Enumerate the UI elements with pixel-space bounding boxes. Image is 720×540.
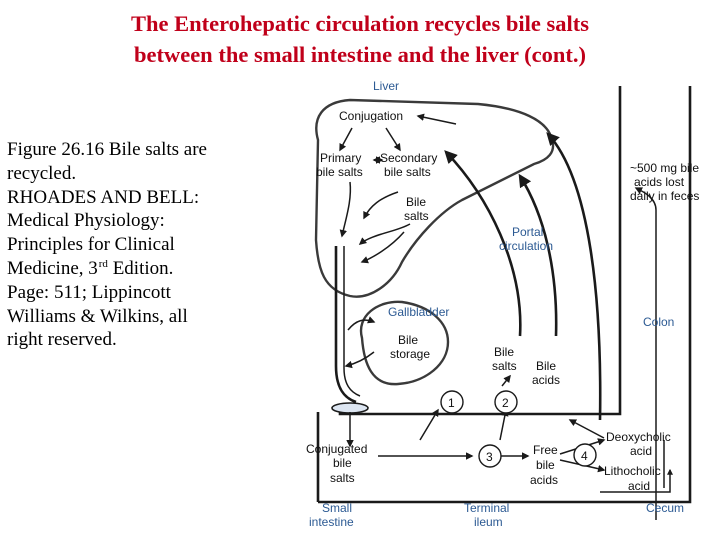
liver-bile-salts-label: Bile [406, 195, 426, 209]
caption-line-edition: Medicine, 3rd Edition. [7, 257, 297, 281]
step2-arrow [499, 408, 509, 441]
small-intestine-wall-upper [338, 86, 622, 416]
cecum-arrow [600, 468, 673, 493]
primary-bile-salts-label: bile salts [316, 165, 363, 179]
figure-caption: Figure 26.16 Bile salts are recycled. RH… [7, 138, 297, 352]
step-2-circle [494, 390, 518, 414]
small-intestine-wall-lower [318, 86, 692, 504]
portal-arrow-bile-salts [444, 150, 522, 337]
small-intestine-label: Small [322, 501, 352, 515]
bile-salts-out-1 [358, 223, 411, 245]
step-1-label: 1 [448, 396, 455, 410]
secondary-bile-salts-label: bile salts [384, 165, 431, 179]
cecum-label: Cecum [646, 501, 684, 515]
step-4-label: 4 [581, 449, 588, 463]
step-2-label: 2 [502, 396, 509, 410]
conjugated-bile-salts-label: Conjugated [306, 442, 367, 456]
gallbladder-in-arrow [347, 316, 376, 331]
deoxycholic-acid-label: Deoxycholic [606, 430, 671, 444]
caption-line: right reserved. [7, 329, 117, 351]
free-bile-acids-label: bile [536, 458, 555, 472]
conjugated-bile-salts-label: bile [333, 456, 352, 470]
ileum-bile-salts-label: salts [492, 359, 517, 373]
terminal-ileum-label: ileum [474, 515, 503, 529]
conjugation-label: Conjugation [339, 109, 403, 123]
gallbladder-out-arrow [344, 351, 375, 369]
gallbladder-outline [359, 300, 450, 386]
lithocholic-acid-label: acid [628, 479, 650, 493]
step-4-circle [573, 443, 597, 467]
bile-salts-out-3 [363, 191, 399, 220]
feces-loss-label: daily in feces [630, 189, 699, 203]
terminal-ileum-label: Terminal [464, 501, 509, 515]
bile-storage-label: storage [390, 347, 430, 361]
sphincter [331, 402, 369, 414]
gallbladder-label: Gallbladder [388, 305, 449, 319]
portal-arrow-outer [546, 132, 602, 421]
step1-arrow [419, 408, 439, 441]
ileum-bile-salts-label: Bile [494, 345, 514, 359]
small-intestine-label: intestine [309, 515, 354, 529]
bile-duct-inner [343, 246, 361, 397]
portal-arrow-bile-acids [518, 173, 558, 337]
feces-arrow [634, 187, 657, 520]
feces-loss-label: ~500 mg bile [630, 161, 699, 175]
deoxy-back-arrow [568, 419, 605, 439]
conjugation-arrow [416, 113, 457, 125]
edition-superscript: rd [98, 257, 108, 270]
step-3-circle [478, 444, 502, 468]
primary-bile-salts-label: Primary [320, 151, 361, 165]
lithocholic-acid-label: Lithocholic [604, 464, 661, 478]
portal-circulation-label: circulation [499, 239, 553, 253]
conjugated-bile-salts-label: salts [330, 471, 355, 485]
caption-line: Williams & Wilkins, all [7, 305, 188, 327]
step-1-circle [440, 390, 464, 414]
caption-line: Page: 511; Lippincott [7, 281, 171, 303]
secondary-bile-salts-label: Secondary [380, 151, 437, 165]
liver-outline [314, 98, 555, 298]
conj-to-primary [339, 127, 353, 152]
ileum-bile-acids-label: acids [532, 373, 560, 387]
conj-to-secondary [385, 127, 401, 152]
ileum-up-arrow [501, 374, 511, 387]
deoxycholic-acid-label: acid [630, 444, 652, 458]
feces-loss-label: acids lost [634, 175, 685, 189]
portal-circulation-label: Portal [512, 225, 543, 239]
bile-duct [334, 246, 357, 404]
caption-line: Principles for Clinical [7, 234, 175, 256]
edition-text: Medicine, 3 [7, 257, 98, 279]
colon-label: Colon [643, 315, 674, 329]
free-bile-acids-label: Free [533, 443, 558, 457]
liver-label: Liver [373, 79, 399, 93]
bile-storage-label: Bile [398, 333, 418, 347]
bile-salts-out-2 [360, 231, 405, 264]
title-line-2: between the small intestine and the live… [133, 42, 587, 67]
free-bile-acids-label: acids [530, 473, 558, 487]
edition-suffix: Edition. [107, 257, 174, 279]
liver-bile-salts-label: salts [404, 209, 429, 223]
primary-to-duct [339, 181, 352, 238]
ileum-bile-acids-label: Bile [536, 359, 556, 373]
title-line-1: The Enterohepatic circulation recycles b… [130, 11, 590, 36]
slide-title: The Enterohepatic circulation recycles b… [0, 8, 720, 70]
caption-line: RHOADES AND BELL: [7, 186, 200, 208]
step-3-label: 3 [486, 450, 493, 464]
caption-line: recycled. [7, 162, 77, 184]
caption-line: Medical Physiology: [7, 210, 165, 232]
caption-line: Figure 26.16 Bile salts are [7, 139, 207, 160]
